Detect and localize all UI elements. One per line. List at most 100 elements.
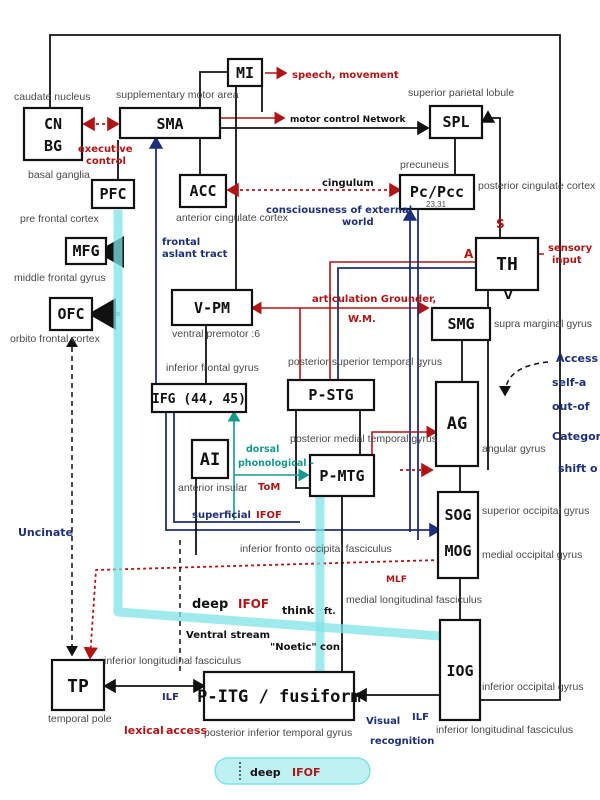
region-captions: caudate nucleus supplementary motor area… — [10, 87, 596, 739]
sma-label: SMA — [156, 115, 183, 133]
ventral-annotation: Ventral stream — [186, 630, 270, 641]
legend-deep: deep — [250, 766, 281, 779]
ilf-left-caption: inferior longitudinal fasciculus — [104, 655, 241, 667]
superficial-annotation: superficial — [192, 510, 251, 521]
superficial-ifof-annotation: IFOF — [256, 510, 282, 521]
sma-mi-line — [199, 71, 228, 112]
pmtg-label: P-MTG — [319, 467, 364, 485]
deep-ifof-highlight — [113, 210, 441, 641]
superficial-ifof-line-2 — [173, 412, 300, 523]
sog-label: SOG — [444, 506, 471, 524]
pcc-caption: posterior cingulate cortex — [478, 180, 596, 192]
sog-mog-node: SOG MOG — [436, 490, 480, 580]
pcpcc-label: Pc/Pcc — [410, 183, 464, 201]
pfc-label: PFC — [99, 185, 126, 203]
legend: deep IFOF — [214, 757, 371, 785]
vpm-label: V-PM — [194, 299, 230, 317]
mi-node: MI — [226, 57, 264, 88]
fat-annotation-2: aslant tract — [162, 249, 228, 260]
ilf-right-annotation: ILF — [412, 712, 429, 723]
access-annotation-5: shift o — [558, 462, 598, 475]
access-annotation-2: self-a — [552, 376, 586, 389]
s-annotation: S — [496, 217, 505, 231]
mfg-node: MFG — [64, 236, 108, 266]
mfg-caption: middle frontal gyrus — [14, 272, 106, 284]
visual-annotation-2: recognition — [370, 736, 434, 747]
sma-caption: supplementary motor area — [116, 89, 239, 101]
ofc-label: OFC — [57, 305, 84, 323]
mog-label: MOG — [444, 542, 471, 560]
th-auditory-line — [337, 267, 475, 380]
uncinate-annotation: Uncinate — [18, 526, 73, 539]
a-annotation: A — [464, 247, 474, 261]
spl-th-line — [480, 110, 501, 240]
lexical-annotation-2: access — [166, 724, 207, 737]
ag-caption: angular gyrus — [482, 443, 546, 455]
acc-node: ACC — [178, 173, 228, 209]
cnbg-label-bottom: BG — [44, 137, 62, 155]
mi-label: MI — [236, 64, 254, 82]
mlf-annotation: MLF — [386, 575, 407, 585]
sensory-annotation-2: input — [552, 255, 582, 266]
spl-caption: superior parietal lobule — [408, 87, 514, 99]
motor-net-annotation: motor control Network — [290, 115, 407, 125]
think-annotation: think — [282, 604, 315, 617]
pitg-node: P-ITG / fusiform — [197, 670, 361, 722]
tp-node: TP — [50, 658, 106, 712]
pcpcc-node: Pc/Pcc — [398, 173, 476, 211]
iog-caption: inferior occipital gyrus — [482, 681, 584, 693]
connections — [49, 34, 561, 703]
mfg-label: MFG — [72, 242, 99, 260]
pcc-num-caption: 23,31 — [426, 200, 447, 209]
precuneus-caption: precuneus — [400, 159, 449, 171]
legend-pill — [214, 757, 371, 785]
ag-node: AG — [434, 380, 480, 468]
ai-node: AI — [190, 438, 230, 480]
acc-caption: anterior cingulate cortex — [176, 212, 289, 224]
superficial-ifof-line — [165, 412, 442, 538]
top-loop-line — [49, 34, 561, 250]
iog-node: IOG — [438, 618, 482, 722]
pmtg-node: P-MTG — [308, 453, 376, 498]
access-arrow — [499, 361, 549, 397]
tp-caption: temporal pole — [48, 713, 112, 725]
ilf-left-annotation: ILF — [162, 692, 179, 703]
dorsal-annotation-1: dorsal — [246, 444, 279, 455]
consciousness-annotation-1: consciousness of external — [266, 205, 412, 216]
consciousness-annotation-2: world — [342, 217, 374, 228]
right-outer-line — [480, 250, 561, 701]
ifg-label: IFG (44, 45) — [152, 392, 246, 407]
ft-annotation: ft. — [324, 607, 336, 617]
ai-label: AI — [200, 450, 220, 470]
deep-ifof-annotation: IFOF — [238, 597, 269, 611]
wm-annotation: W.M. — [348, 314, 376, 325]
smg-label: SMG — [447, 315, 474, 333]
noetic-annotation: "Noetic" con. — [270, 642, 344, 653]
pstg-pmtg-line — [295, 410, 310, 489]
ai-caption: anterior insular — [178, 482, 248, 494]
lexical-annotation-1: lexical — [124, 724, 164, 737]
tp-label: TP — [67, 676, 89, 697]
basal-caption: basal ganglia — [28, 169, 90, 181]
pfc-node: PFC — [90, 178, 136, 210]
vpm-node: V-PM — [170, 288, 254, 327]
visual-annotation-1: Visual — [366, 716, 400, 727]
sma-node: SMA — [118, 106, 222, 140]
ofc-node: OFC — [48, 296, 94, 332]
articulation-annotation: articulation Grounder, — [312, 294, 436, 305]
dorsal-annotation-2: phonological - — [238, 458, 314, 469]
access-annotation-1: Access — [556, 352, 599, 365]
spl-node: SPL — [428, 104, 484, 140]
pstg-node: P-STG — [286, 378, 376, 412]
mog-caption: medial occipital gyrus — [482, 549, 582, 561]
spl-label: SPL — [442, 113, 469, 131]
iof-caption: inferior fronto occipital fasciculus — [240, 543, 392, 555]
iog-label: IOG — [446, 662, 473, 680]
pstg-label: P-STG — [308, 386, 353, 404]
pitg-caption: posterior inferior temporal gyrus — [204, 727, 352, 739]
cnbg-label-top: CN — [44, 115, 62, 133]
ilf-right-caption: inferior longitudinal fasciculus — [436, 724, 573, 736]
smg-caption: supra marginal gyrus — [494, 318, 592, 330]
access-annotation-4: Categori — [552, 430, 600, 443]
